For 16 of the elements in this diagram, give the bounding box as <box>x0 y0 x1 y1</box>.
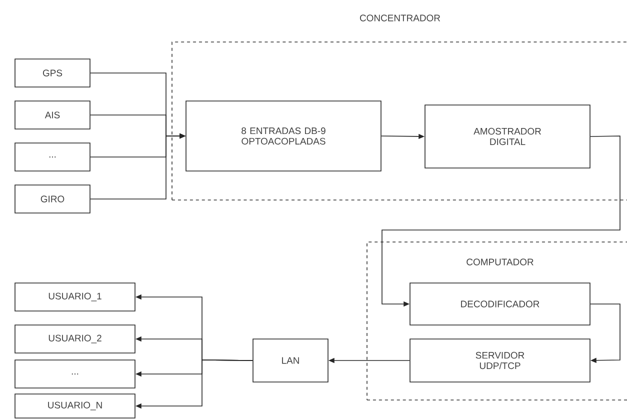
process-box: ... <box>14 360 136 388</box>
group-heading: CONCENTRADOR <box>360 14 440 22</box>
process-box: SERVIDOR UDP/TCP <box>410 338 590 382</box>
process-box: USUARIO_N <box>14 394 136 418</box>
arrow <box>590 304 620 364</box>
process-box: DECODIFICADOR <box>410 282 590 326</box>
process-box: GIRO <box>14 184 90 214</box>
process-box: 8 ENTRADAS DB-9 OPTOACOPLADAS <box>186 100 382 172</box>
process-box: AMOSTRADOR DIGITAL <box>424 104 590 168</box>
process-box: ... <box>14 142 90 172</box>
process-box: AIS <box>14 100 90 130</box>
process-box: USUARIO_2 <box>14 324 136 354</box>
process-box: GPS <box>14 58 90 88</box>
process-box: USUARIO_1 <box>14 282 136 312</box>
process-box: LAN <box>252 338 328 382</box>
group-heading: COMPUTADOR <box>466 258 534 266</box>
